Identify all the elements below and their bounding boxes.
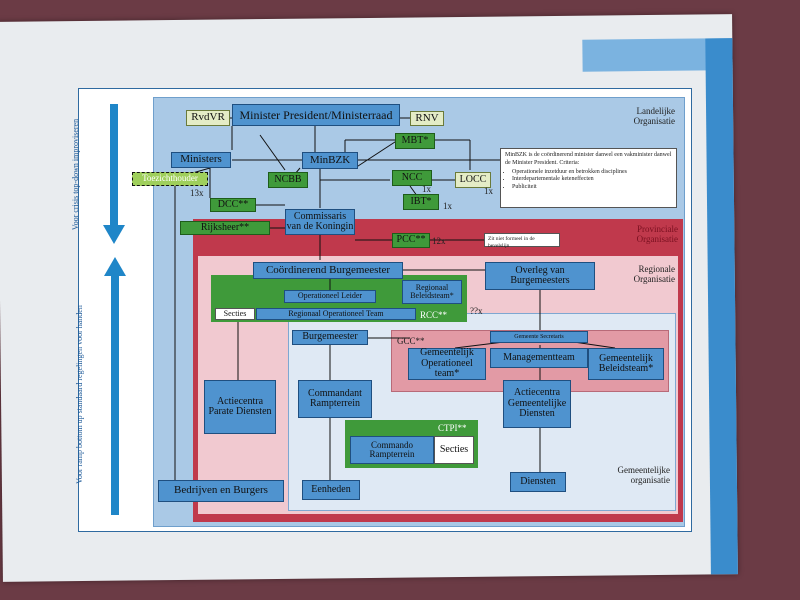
- node-rnv: RNV: [410, 111, 444, 126]
- node-secties: Secties: [215, 308, 255, 320]
- node-bedrijven: Bedrijven en Burgers: [158, 480, 284, 502]
- label-municipal: Gemeentelijke organisatie: [617, 465, 670, 486]
- side-label-bottom: Voor ramp bottom up standaard regelingen…: [74, 305, 84, 484]
- node-actiecentra-parate: Actiecentra Parate Diensten: [204, 380, 276, 434]
- note-pcc: Zit niet formeel in de bevelslijn: [484, 233, 560, 249]
- node-gemeente-secretaris: Gemeente Secretaris: [490, 331, 588, 343]
- node-commandant: Commandant Rampterrein: [298, 380, 372, 418]
- arrow-up: [104, 257, 126, 515]
- node-burgemeester: Burgemeester: [292, 330, 368, 345]
- node-commissaris: Commissaris van de Koningin: [285, 209, 355, 235]
- criterion-item: Operationele inzetduur en betrokken disc…: [512, 169, 672, 177]
- criterion-item: Publiciteit: [512, 184, 672, 192]
- node-gemeentelijk-bt: Gemeentelijk Beleidsteam*: [588, 348, 664, 380]
- node-ncbb: NCBB: [268, 172, 308, 188]
- node-toezichthouder: Toezichthouder: [132, 172, 208, 186]
- node-coordinerend-burgemeester: Coördinerend Burgemeester: [253, 262, 403, 279]
- node-operationeel-leider: Operationeel Leider: [284, 290, 376, 303]
- node-diensten: Diensten: [510, 472, 566, 492]
- count-1x-c: 1x: [443, 201, 452, 211]
- node-eenheden: Eenheden: [302, 480, 360, 500]
- count-12x: 12x: [432, 236, 446, 246]
- node-overleg: Overleg van Burgemeesters: [485, 262, 595, 290]
- node-gemeentelijk-ot: Gemeentelijk Operationeel team*: [408, 348, 486, 380]
- node-locc: LOCC: [455, 172, 491, 188]
- node-actiecentra-gem: Actiecentra Gemeentelijke Diensten: [503, 380, 571, 428]
- note-minbzk-intro: MinBZK is de coördinerend minister danwe…: [505, 152, 672, 166]
- note-minbzk: MinBZK is de coördinerend minister danwe…: [500, 148, 677, 208]
- label-provincial: Provinciale Organisatie: [636, 224, 678, 245]
- node-ministers: Ministers: [171, 152, 231, 168]
- label-national: Landelijke Organisatie: [633, 106, 675, 127]
- count-25x: ??x: [470, 306, 483, 316]
- count-1x-b: 1x: [484, 186, 493, 196]
- node-ncc: NCC: [392, 170, 432, 186]
- label-gcc: GCC**: [397, 336, 425, 346]
- node-rot: Regionaal Operationeel Team: [256, 308, 416, 320]
- node-dcc: DCC**: [210, 198, 256, 212]
- node-mbt: MBT*: [395, 133, 435, 149]
- criteria-list: Operationele inzetduur en betrokken disc…: [505, 169, 672, 192]
- label-regional: Regionale Organisatie: [633, 264, 675, 285]
- node-regionaal-beleidsteam: Regionaal Beleidsteam*: [402, 280, 462, 304]
- label-ctpi: CTPI**: [438, 423, 467, 433]
- node-minister-president: Minister President/Ministerraad: [232, 104, 400, 126]
- node-minbzk: MinBZK: [302, 152, 358, 169]
- node-pcc: PCC**: [392, 233, 430, 248]
- node-managementteam: Managementteam: [490, 348, 588, 368]
- node-ibt: IBT*: [403, 194, 439, 210]
- count-1x-a: 1x: [422, 184, 431, 194]
- label-rcc: RCC**: [420, 310, 448, 320]
- criterion-item: Interdepartementale keteneffecten: [512, 176, 672, 184]
- node-commando: Commando Rampterrein: [350, 436, 434, 464]
- side-label-top: Voor crisis top-down improviseren: [71, 118, 81, 231]
- node-rvdvr: RvdVR: [186, 110, 230, 126]
- count-13x: 13x: [190, 188, 204, 198]
- node-secties-ctpi: Secties: [434, 436, 474, 464]
- arrow-down: [103, 104, 125, 244]
- node-rijksheer: Rijksheer**: [180, 221, 270, 235]
